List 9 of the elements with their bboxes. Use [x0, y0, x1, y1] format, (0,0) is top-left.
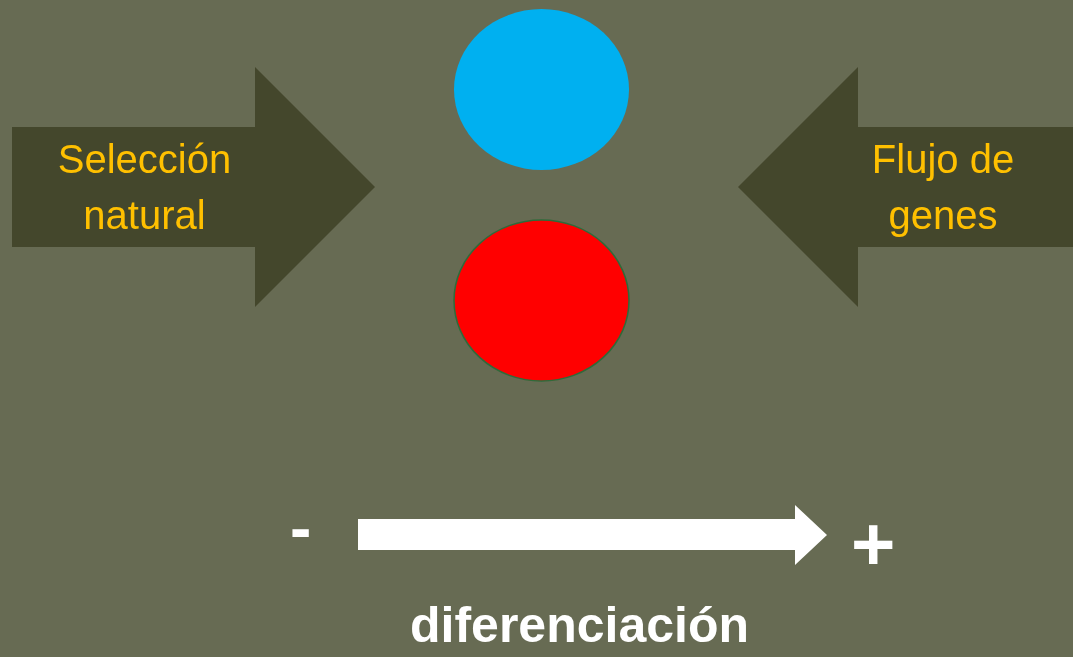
arrow-label: Selección natural — [56, 136, 233, 239]
arrow-label: Flujo de genes — [870, 136, 1016, 239]
axis-title: diferenciación — [410, 600, 749, 650]
circle — [453, 8, 630, 171]
plus-sign: + — [851, 506, 896, 582]
minus-sign: - — [290, 496, 312, 560]
block-arrow — [12, 67, 375, 307]
circle — [453, 219, 630, 382]
block-arrow — [738, 67, 1073, 307]
